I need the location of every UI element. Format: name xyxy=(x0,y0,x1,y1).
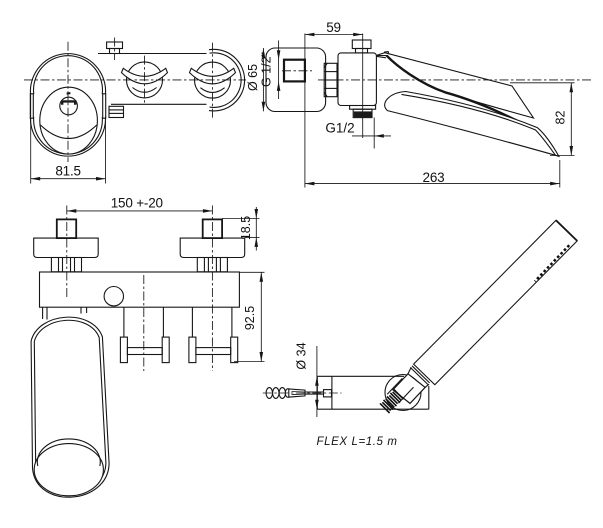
svg-text:81.5: 81.5 xyxy=(55,163,80,178)
svg-text:FLEX L=1.5 m: FLEX L=1.5 m xyxy=(317,436,398,448)
svg-text:18.5: 18.5 xyxy=(239,216,253,240)
svg-text:Ø 65: Ø 65 xyxy=(246,64,260,91)
svg-text:G 1/2": G 1/2" xyxy=(259,52,273,87)
svg-text:263: 263 xyxy=(423,170,445,185)
svg-text:92.5: 92.5 xyxy=(243,306,257,330)
svg-text:150 +-20: 150 +-20 xyxy=(111,196,163,211)
svg-text:G1/2: G1/2 xyxy=(325,121,354,136)
svg-text:Ø 34: Ø 34 xyxy=(295,342,309,369)
svg-text:59: 59 xyxy=(326,20,341,35)
svg-text:82: 82 xyxy=(554,111,568,125)
